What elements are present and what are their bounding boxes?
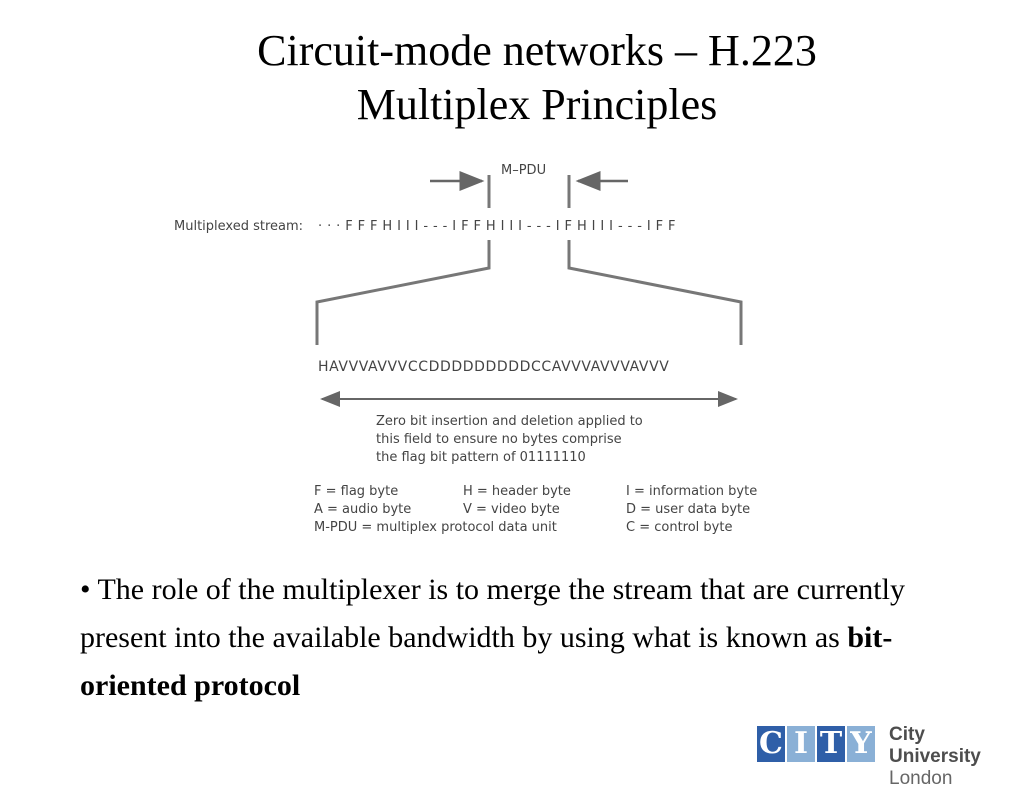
city-university-logo: C I T Y City University London — [757, 722, 1021, 789]
title-line-1: Circuit-mode networks – H.223 — [257, 26, 817, 75]
legend-v: V = video byte — [463, 502, 560, 517]
logo-tile-c: C — [757, 726, 785, 762]
legend-c: C = control byte — [626, 520, 732, 535]
legend-a: A = audio byte — [314, 502, 411, 517]
note-line-2: this field to ensure no bytes comprise — [376, 432, 622, 447]
bullet-bold-term: bit-oriented protocol — [80, 621, 893, 702]
stream-sequence: · · · F F F H I I I - - - I F F H I I I … — [318, 219, 676, 234]
note-line-3: the flag bit pattern of 01111110 — [376, 450, 586, 465]
legend-i: I = information byte — [626, 484, 757, 499]
bullet-text: The role of the multiplexer is to merge … — [80, 573, 905, 654]
expand-line-right — [567, 240, 743, 345]
stream-label: Multiplexed stream: — [174, 219, 303, 234]
legend-mpdu: M-PDU = multiplex protocol data unit — [314, 520, 557, 535]
expanded-sequence: HAVVVAVVVCCDDDDDDDDDCCAVVVAVVVAVVV — [318, 359, 669, 375]
note-line-1: Zero bit insertion and deletion applied … — [376, 414, 643, 429]
logo-text: City University London — [889, 724, 1021, 790]
legend-d: D = user data byte — [626, 502, 750, 517]
logo-name: City University — [889, 724, 981, 767]
title-line-2: Multiplex Principles — [356, 80, 718, 129]
logo-city: London — [889, 768, 953, 789]
mpdu-label: M–PDU — [501, 163, 546, 178]
logo-tile-y: Y — [847, 726, 875, 762]
logo-tile-t: T — [817, 726, 845, 762]
bullet-paragraph: • The role of the multiplexer is to merg… — [80, 566, 960, 710]
mpdu-diagram: M–PDU Multiplexed stream: · · · F F F H … — [174, 163, 757, 535]
legend-f: F = flag byte — [314, 484, 398, 499]
logo-tile-i: I — [787, 726, 815, 762]
bullet-marker: • — [80, 573, 91, 606]
legend-h: H = header byte — [463, 484, 571, 499]
slide-title: Circuit-mode networks – H.223 Multiplex … — [0, 24, 1024, 132]
expand-line-left — [315, 240, 491, 345]
